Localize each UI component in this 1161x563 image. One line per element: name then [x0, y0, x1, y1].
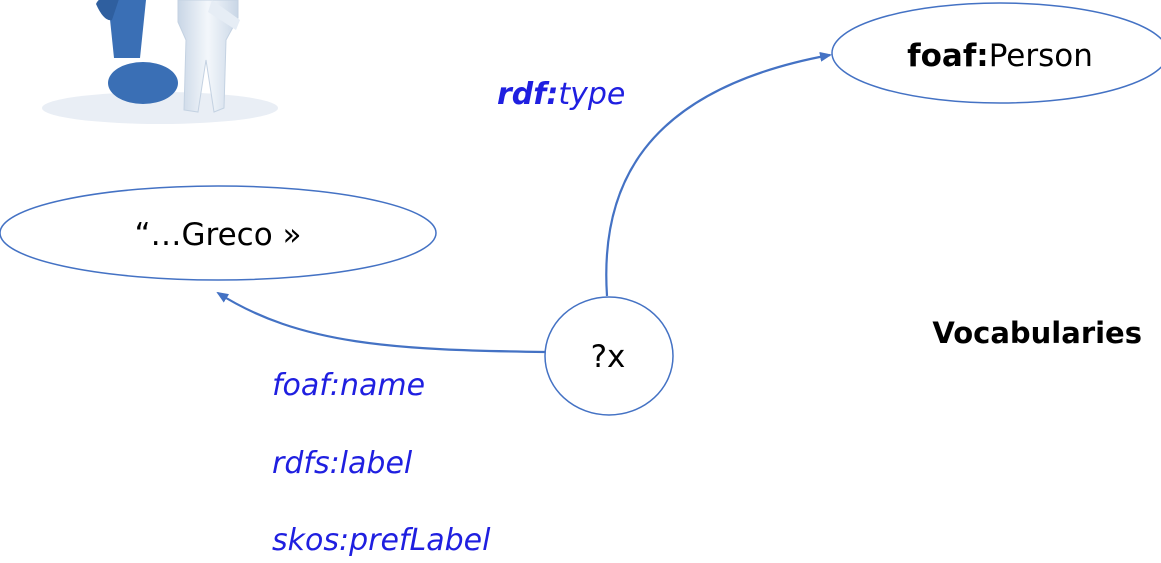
node-variable-x: ?x — [544, 296, 674, 416]
type-local: type — [558, 77, 625, 112]
edge-label-rdfs-label: rdfs:label — [272, 446, 413, 481]
edge-name — [216, 291, 546, 354]
edge-label-skos-preflabel: skos:prefLabel — [272, 523, 491, 558]
greco-label: “…Greco » — [134, 217, 301, 253]
type-prefix: rdf: — [497, 77, 558, 112]
svg-text:foaf:Person: foaf:Person — [907, 38, 1093, 74]
node-foaf-person: foaf:Person — [831, 2, 1161, 104]
person-prefix: foaf: — [907, 38, 989, 74]
vocabularies-heading: Vocabularies — [932, 316, 1142, 350]
edge-label-rdf-type: rdf:type — [497, 77, 625, 112]
question-mark-figure-icon — [42, 0, 278, 124]
node-greco-literal: “…Greco » — [0, 185, 437, 281]
edge-label-foaf-name: foaf:name — [272, 368, 425, 403]
person-local: Person — [989, 38, 1093, 74]
edge-rdf-type — [605, 51, 832, 297]
variable-label: ?x — [591, 339, 626, 375]
